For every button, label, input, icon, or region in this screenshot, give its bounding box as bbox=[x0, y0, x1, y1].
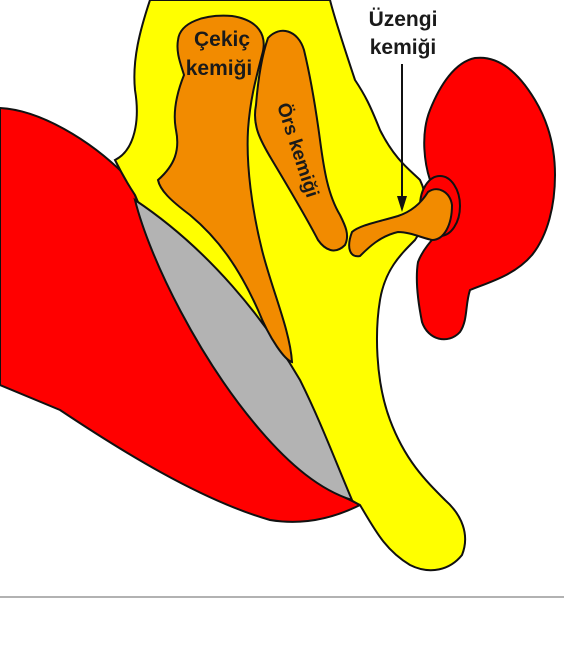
stapes-label-line2: kemiği bbox=[370, 36, 437, 59]
malleus-label-line2: kemiği bbox=[186, 57, 253, 80]
stapes-label-line1: Üzengi bbox=[369, 8, 438, 31]
malleus-label-line1: Çekiç bbox=[194, 28, 250, 51]
